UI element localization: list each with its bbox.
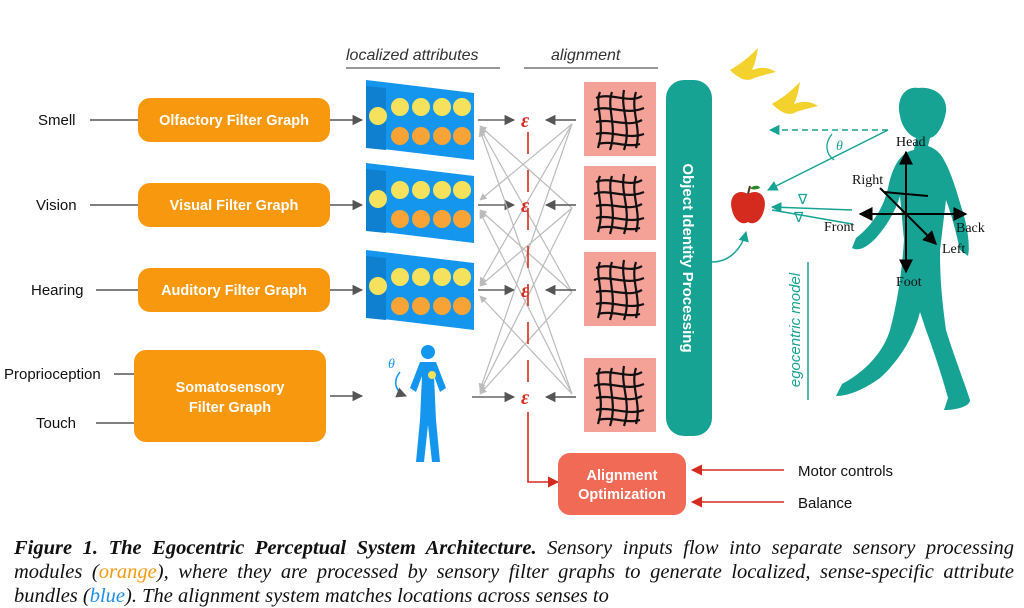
- caption-text-3: ). The alignment system matches location…: [125, 585, 609, 607]
- gradient-arrow-1: [770, 202, 853, 213]
- visual-attribute-bundle: [366, 163, 474, 243]
- input-hearing: Hearing: [31, 282, 84, 299]
- axis-label-right: Right: [852, 173, 883, 188]
- bird-icon-1: [730, 48, 776, 80]
- axis-label-back: Back: [956, 221, 985, 236]
- somatosensory-filter-label-2: Filter Graph: [189, 400, 271, 416]
- caption-text-1: Sensory inputs flow into separate sensor…: [14, 537, 1014, 583]
- olfactory-attribute-bundle: [366, 80, 474, 160]
- identity-to-apple-arrow: [711, 230, 749, 263]
- body-theta-symbol: θ: [388, 357, 395, 372]
- body-rotation-arrow: [395, 371, 407, 398]
- warp-to-epsilon-arrows: [544, 114, 576, 403]
- walking-person-figure: [836, 87, 970, 411]
- somatosensory-filter-label-1: Somatosensory: [176, 380, 285, 396]
- bird-icon-2: [772, 82, 818, 114]
- axis-label-front: Front: [824, 220, 854, 235]
- motor-controls-label: Motor controls: [798, 463, 893, 480]
- epsilon-smell: ε: [521, 110, 530, 132]
- olfactory-filter-box: [138, 98, 330, 142]
- epsilon-hearing: ε: [521, 280, 530, 302]
- balance-label: Balance: [798, 495, 852, 512]
- auditory-filter-box: [138, 268, 330, 312]
- axis-label-head: Head: [896, 135, 926, 150]
- olfactory-filter-label: Olfactory Filter Graph: [159, 113, 309, 129]
- input-touch: Touch: [36, 415, 76, 432]
- input-smell: Smell: [38, 112, 76, 129]
- nabla-symbol-2: ∇: [793, 211, 804, 226]
- head-to-apple-arrow: [767, 129, 889, 191]
- bundle-to-epsilon-arrows: [472, 114, 516, 403]
- visual-filter-label: Visual Filter Graph: [170, 198, 299, 214]
- object-identity-bar: [666, 80, 712, 436]
- epsilon-to-optimization-line: [527, 412, 560, 488]
- localized-attributes-header: localized attributes: [346, 47, 479, 64]
- axis-label-left: Left: [942, 242, 965, 257]
- body-axes: [858, 150, 968, 274]
- alignment-header: alignment: [551, 47, 621, 64]
- theta-angle-arc: [826, 133, 835, 161]
- alignment-optimization-label-2: Optimization: [578, 487, 666, 503]
- egocentric-model-label: egocentric model: [787, 272, 804, 387]
- auditory-attribute-bundle: [366, 250, 474, 330]
- alignment-warp-grid-4: [584, 358, 656, 432]
- alignment-warp-grid-3: [584, 252, 656, 326]
- object-identity-label: Object Identity Processing: [679, 163, 696, 352]
- auditory-filter-label: Auditory Filter Graph: [161, 283, 307, 299]
- architecture-diagram: localized attributes alignment Smell Vis…: [4, 47, 985, 515]
- axis-label-foot: Foot: [896, 275, 922, 290]
- nabla-symbol-1: ∇: [797, 193, 808, 208]
- alignment-warp-grid-2: [584, 166, 656, 240]
- visual-filter-box: [138, 183, 330, 227]
- caption-title: Figure 1. The Egocentric Perceptual Syst…: [14, 537, 537, 559]
- apple-icon: [731, 185, 765, 224]
- alignment-optimization-label-1: Alignment: [587, 468, 658, 484]
- alignment-optimization-box: [558, 453, 686, 515]
- epsilon-touch: ε: [521, 387, 530, 409]
- input-proprioception: Proprioception: [4, 366, 101, 383]
- alignment-warp-grid-1: [584, 82, 656, 156]
- caption-orange-word: orange: [98, 561, 157, 583]
- gradient-arrow-2: [771, 209, 853, 225]
- somatosensory-filter-box: [134, 350, 326, 442]
- caption-blue-word: blue: [89, 585, 126, 607]
- input-vision: Vision: [36, 197, 77, 214]
- input-lines: [90, 119, 138, 424]
- gaze-theta-symbol: θ: [836, 139, 843, 154]
- epsilon-vision: ε: [521, 195, 530, 217]
- cross-match-arrows: [478, 123, 573, 395]
- figure-caption: Figure 1. The Egocentric Perceptual Syst…: [14, 536, 1014, 608]
- body-figure-icon: [410, 345, 446, 462]
